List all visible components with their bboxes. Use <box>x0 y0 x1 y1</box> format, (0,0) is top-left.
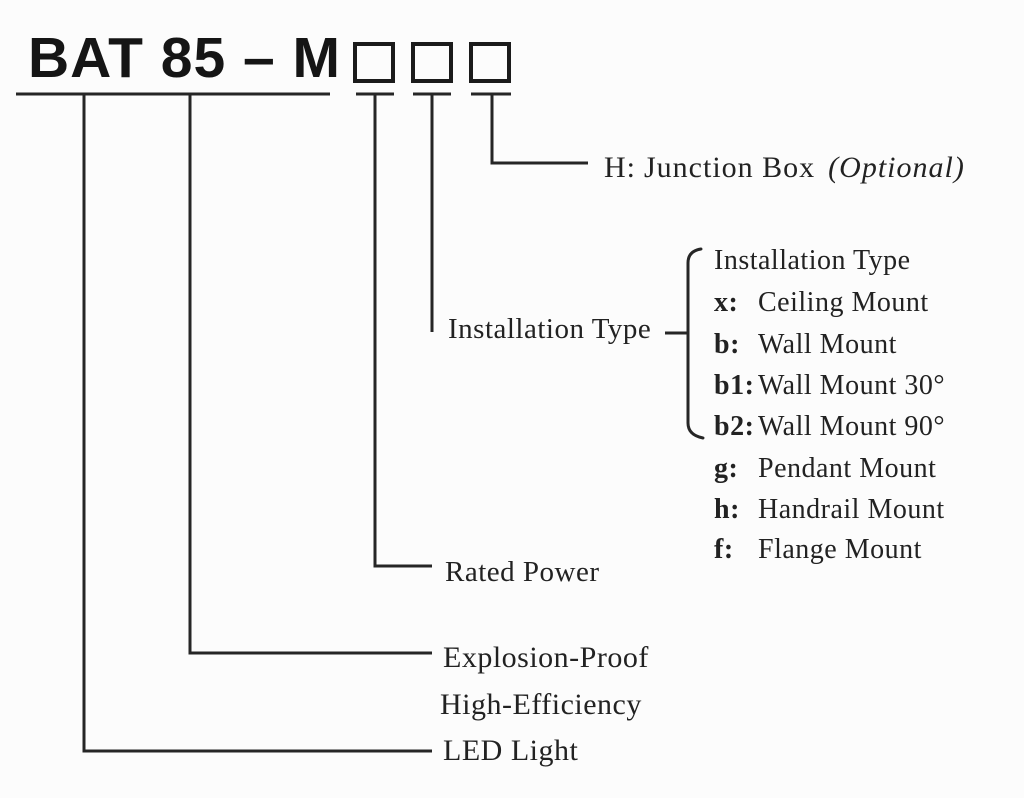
installation-type-label: Installation Type <box>448 313 652 345</box>
explosion-proof-label: Explosion-Proof <box>443 641 649 674</box>
option-label: Wall Mount 90° <box>758 411 946 442</box>
code-box-3 <box>469 42 511 83</box>
explosion-proof-connector <box>188 94 432 655</box>
junction-box-connector <box>490 94 588 165</box>
led-light-connector <box>82 94 432 753</box>
code-box-1 <box>353 42 395 83</box>
rated-power-label: Rated Power <box>445 556 600 588</box>
installation-option-wall-90: b2:Wall Mount 90° <box>714 413 945 441</box>
high-efficiency-label: High-Efficiency <box>440 688 642 721</box>
installation-option-pendant: g: Pendant Mount <box>714 455 936 483</box>
installation-option-flange: f: Flange Mount <box>714 536 922 564</box>
option-key: h: <box>714 494 740 525</box>
model-prefix-title: BAT 85 – M <box>28 26 342 90</box>
led-light-label: LED Light <box>443 734 579 767</box>
option-label: Wall Mount 30° <box>758 370 946 401</box>
option-key: b1: <box>714 370 755 401</box>
option-label: Handrail Mount <box>758 494 945 525</box>
installation-options-header: Installation Type <box>714 245 911 276</box>
rated-power-connector <box>373 94 432 568</box>
option-label: Pendant Mount <box>758 453 937 484</box>
installation-option-wall-30: b1:Wall Mount 30° <box>714 372 945 400</box>
option-key: b: <box>714 329 740 360</box>
junction-box-note: (Optional) <box>828 151 965 184</box>
option-key: f: <box>714 534 734 565</box>
option-label: Wall Mount <box>758 329 897 360</box>
junction-box-key: H: <box>604 151 636 184</box>
installation-option-wall: b: Wall Mount <box>714 331 897 359</box>
installation-option-handrail: h: Handrail Mount <box>714 496 945 524</box>
option-key: x: <box>714 287 739 318</box>
options-brace <box>686 247 705 440</box>
installation-option-ceiling: x: Ceiling Mount <box>714 289 929 317</box>
option-label: Flange Mount <box>758 534 922 565</box>
junction-box-label: H:Junction Box (Optional) <box>604 152 965 184</box>
option-key: g: <box>714 453 739 484</box>
code-box-2 <box>411 42 453 83</box>
option-label: Ceiling Mount <box>758 287 929 318</box>
junction-box-name: Junction Box <box>644 151 816 184</box>
option-key: b2: <box>714 411 755 442</box>
